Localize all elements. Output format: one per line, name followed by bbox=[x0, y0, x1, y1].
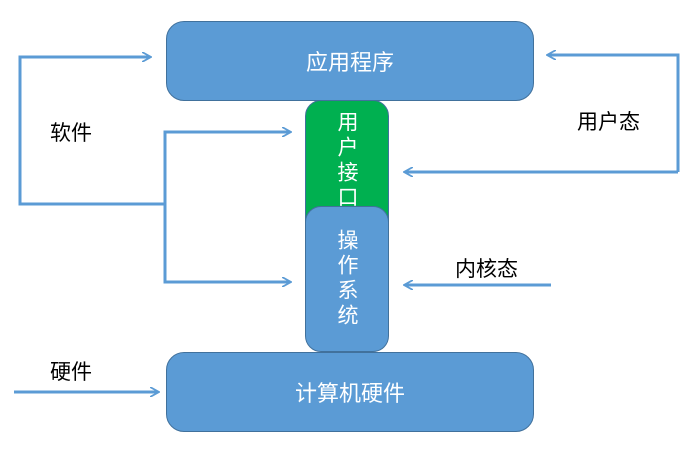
kernel-mode-label: 内核态 bbox=[455, 257, 518, 281]
hardware-label: 硬件 bbox=[50, 360, 92, 384]
software-to-os-arrow bbox=[163, 204, 290, 282]
software-to-application-arrow bbox=[18, 57, 165, 206]
software-to-interface-arrow bbox=[163, 132, 290, 204]
hardware-box: 计算机硬件 bbox=[166, 352, 534, 432]
operating-system-box: 操作系统 bbox=[305, 206, 389, 352]
hardware-box-label: 计算机硬件 bbox=[294, 382, 405, 407]
operating-system-box-label: 操作系统 bbox=[335, 229, 359, 329]
user-interface-box-label: 用户接口 bbox=[335, 111, 359, 211]
user-mode-to-application-arrow bbox=[548, 55, 680, 172]
user-mode-label: 用户态 bbox=[577, 110, 640, 134]
application-box: 应用程序 bbox=[166, 21, 534, 101]
application-box-label: 应用程序 bbox=[305, 51, 394, 76]
software-label: 软件 bbox=[50, 121, 92, 145]
